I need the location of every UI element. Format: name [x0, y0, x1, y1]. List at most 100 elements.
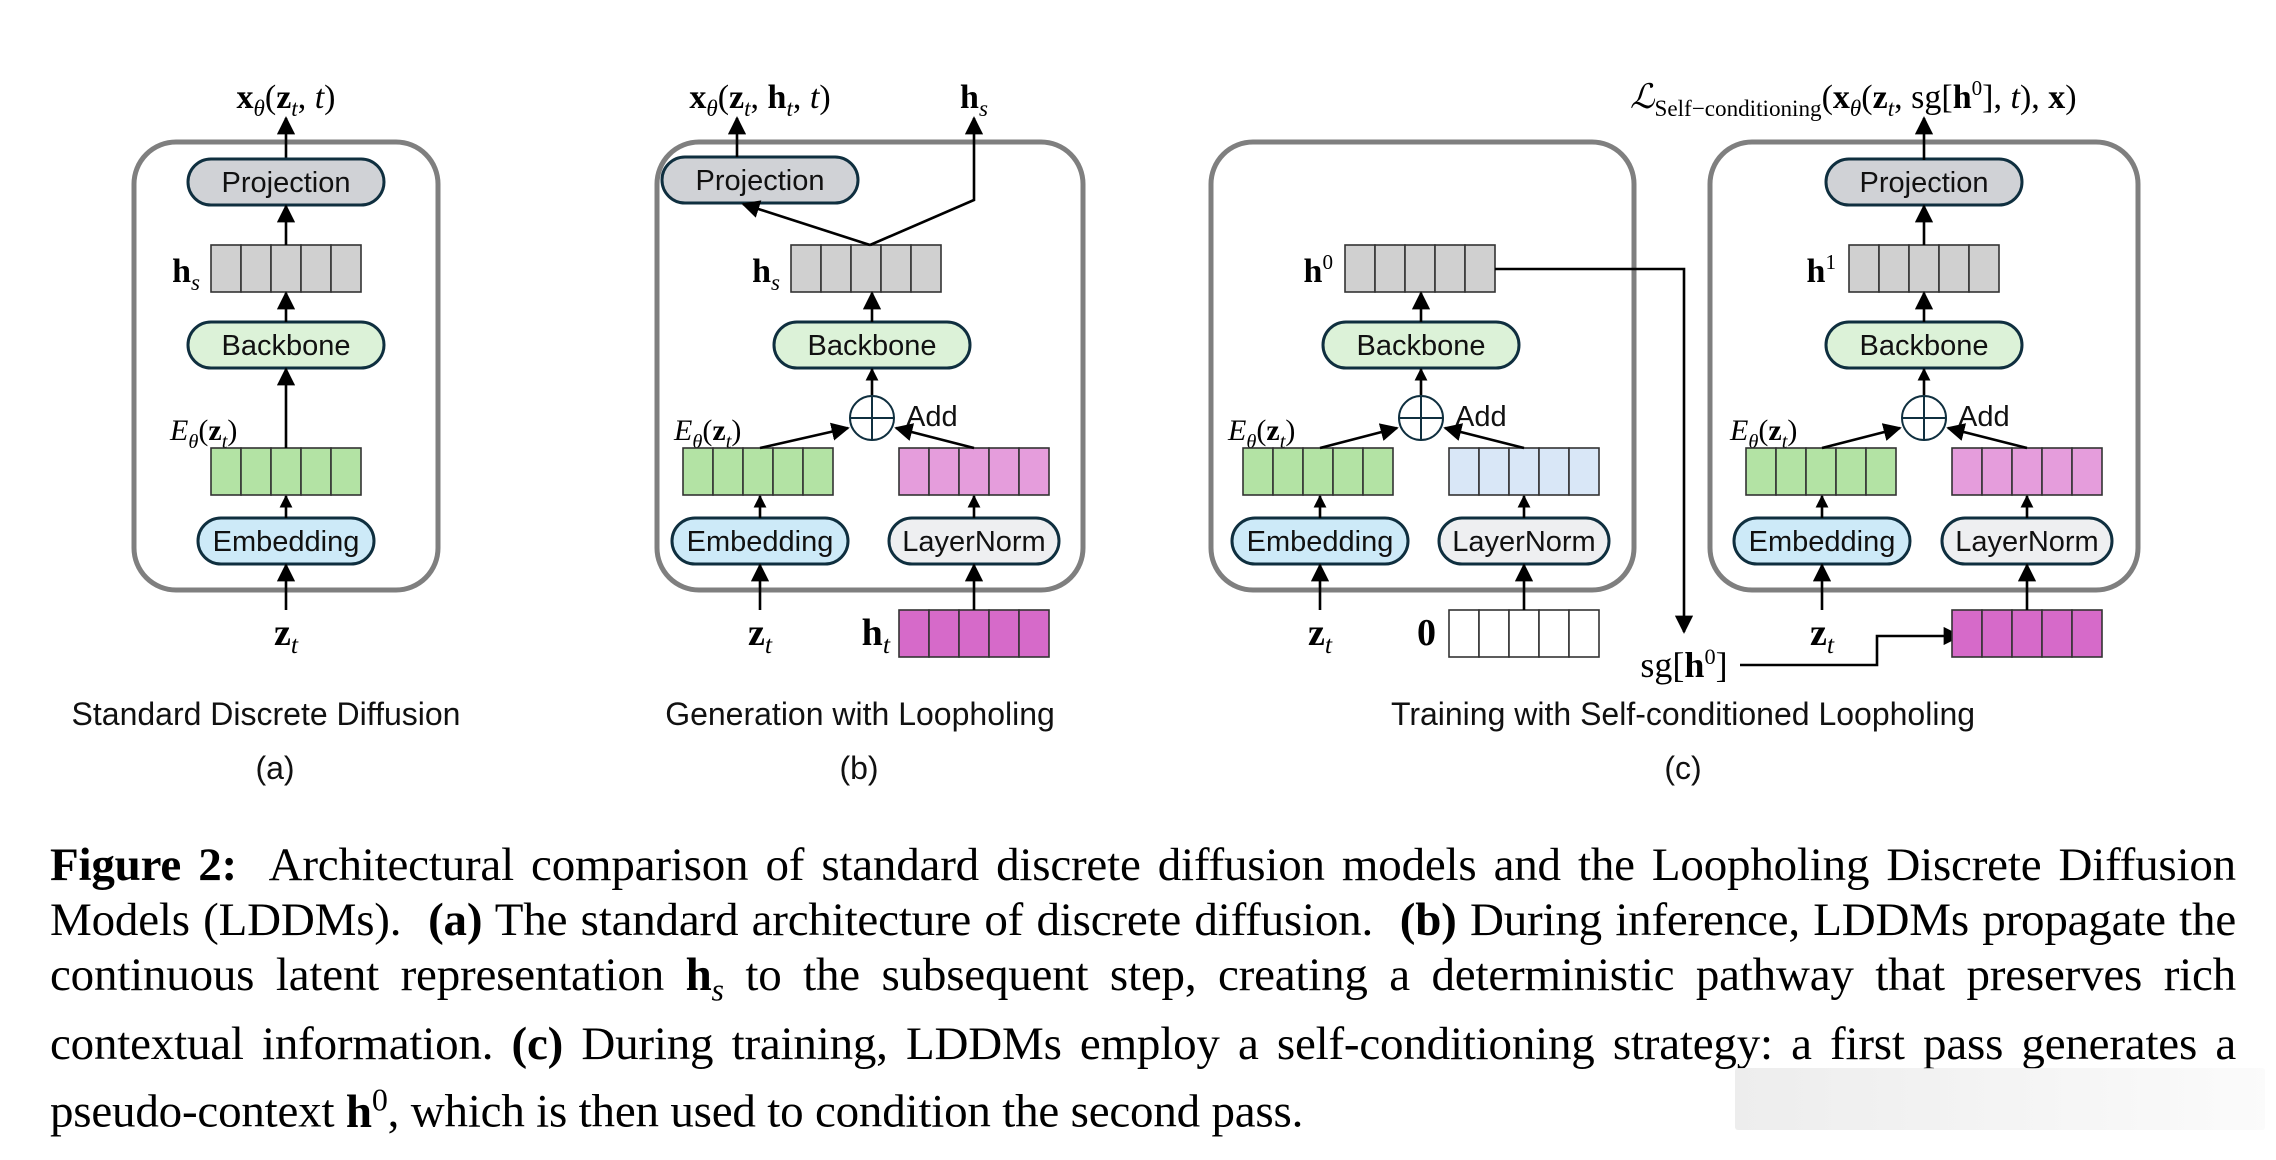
arrow-hidden-to-projection: [741, 200, 871, 247]
zero-context-vector: [1448, 609, 1600, 658]
context-label-ht: ht: [862, 612, 891, 659]
math-part: ,: [793, 79, 810, 116]
vector-cell: [1951, 609, 1983, 658]
vector-cell: [1568, 447, 1600, 496]
math-part: E: [169, 414, 188, 447]
vector-cell: [300, 244, 332, 293]
math-part: (: [198, 414, 208, 447]
vector-cell: [1464, 244, 1496, 293]
context-vector-ht: [898, 609, 1050, 658]
math-part: 0: [1704, 644, 1715, 669]
math-part: x: [689, 79, 706, 116]
embedding-block-label: Embedding: [1749, 526, 1896, 558]
vector-cell: [1404, 244, 1436, 293]
vector-cell: [1538, 609, 1570, 658]
vector-cell: [1835, 447, 1867, 496]
panel-c-letter: (c): [1664, 750, 1701, 786]
math-part: θ: [1246, 431, 1256, 453]
vector-cell: [1848, 244, 1880, 293]
loss-label: ℒSelf−conditioning(xθ(zt, sg[h0], t), x): [1630, 76, 2077, 122]
arrow-h0-to-stopgrad: [1495, 267, 1694, 634]
zero-context-label: 0: [1417, 612, 1436, 654]
panel-b-output-label: xθ(zt, ht, t): [689, 79, 830, 122]
embedding-vector: [210, 447, 362, 496]
hidden-label-h0: h0: [1304, 250, 1333, 290]
embedding-block: Embedding: [670, 516, 850, 566]
math-part: θ: [1748, 431, 1758, 453]
vector-cell: [1775, 447, 1807, 496]
math-part: z: [1266, 414, 1279, 447]
stopgrad-label: sg[h0]: [1640, 644, 1727, 685]
math-part: θ: [188, 431, 198, 453]
vector-cell: [1938, 244, 1970, 293]
vector-cell: [1878, 244, 1910, 293]
vector-cell: [820, 244, 852, 293]
backbone-block-label: Backbone: [222, 330, 351, 362]
panel-c-first-pass-box: [1208, 139, 1637, 593]
math-part: h: [752, 253, 771, 290]
math-part: 1: [1825, 250, 1836, 274]
backbone-block-label: Backbone: [1357, 330, 1486, 362]
math-part: h: [1684, 645, 1704, 685]
arrow-embed-to-add: [1319, 423, 1399, 450]
symbol-h: h: [685, 949, 712, 1001]
math-part: h: [960, 79, 979, 116]
math-part: t: [291, 630, 299, 659]
backbone-block: Backbone: [186, 320, 386, 370]
caption-text-b2: to the subsequent step, creating a deter…: [50, 949, 2236, 1071]
math-part: s: [771, 270, 780, 296]
add-node: Add: [1398, 395, 1507, 441]
caption-text-a: The standard architecture of discrete di…: [494, 894, 1374, 946]
vector-cell: [1448, 609, 1480, 658]
vector-cell: [1302, 447, 1334, 496]
scan-artifact: [1735, 1068, 2265, 1130]
caption-intro: Architectural comparison of standard dis…: [50, 839, 2236, 946]
math-part: t: [222, 431, 229, 453]
backbone-block: Backbone: [1824, 320, 2024, 370]
embed-label: Eθ(zt): [1227, 414, 1295, 453]
math-part: E: [673, 414, 692, 447]
embedding-block: Embedding: [1230, 516, 1410, 566]
arrow-norm-to-add: [1946, 423, 2028, 450]
vector-cell: [330, 447, 362, 496]
caption-text-c2: , which is then used to condition the se…: [387, 1086, 1304, 1139]
panel-b-side-output-label: hs: [960, 79, 988, 122]
vector-cell: [958, 609, 990, 658]
math-part: ): [324, 79, 335, 116]
symbol-sub-s: s: [711, 971, 724, 1008]
hidden-vector-hs: [210, 244, 362, 293]
backbone-block: Backbone: [1321, 320, 1521, 370]
figure-label: Figure 2:: [50, 839, 237, 891]
vector-cell: [850, 244, 882, 293]
panel-b-title: Generation with Loopholing: [665, 696, 1055, 732]
vector-cell: [712, 447, 744, 496]
add-label: Add: [906, 401, 958, 433]
symbol-sup-0: 0: [371, 1081, 388, 1118]
math-part: ): [731, 414, 741, 447]
math-part: (: [1758, 414, 1768, 447]
input-label-zt: zt: [274, 612, 299, 659]
vector-cell: [790, 244, 822, 293]
embedding-block: Embedding: [1732, 516, 1912, 566]
vector-cell: [330, 244, 362, 293]
layernorm-block: LayerNorm: [887, 516, 1061, 566]
math-part: θ: [1850, 96, 1861, 122]
caption-symbol-hs: hs: [685, 949, 724, 1007]
vector-cell: [1538, 447, 1570, 496]
vector-cell: [240, 244, 272, 293]
backbone-block: Backbone: [772, 320, 972, 370]
math-part: ): [1285, 414, 1295, 447]
vector-cell: [1805, 447, 1837, 496]
math-part: t: [786, 96, 793, 122]
math-part: t: [1280, 431, 1287, 453]
math-part: 0: [1322, 250, 1333, 274]
layernorm-block-label: LayerNorm: [902, 526, 1045, 558]
math-part: t: [2010, 79, 2021, 116]
panel-a-title: Standard Discrete Diffusion: [72, 696, 461, 732]
vector-cell: [1374, 244, 1406, 293]
symbol-h: h: [345, 1086, 372, 1139]
math-part: t: [726, 431, 733, 453]
vector-cell: [2071, 447, 2103, 496]
math-part: Self−conditioning: [1655, 96, 1823, 122]
vector-cell: [1448, 447, 1480, 496]
